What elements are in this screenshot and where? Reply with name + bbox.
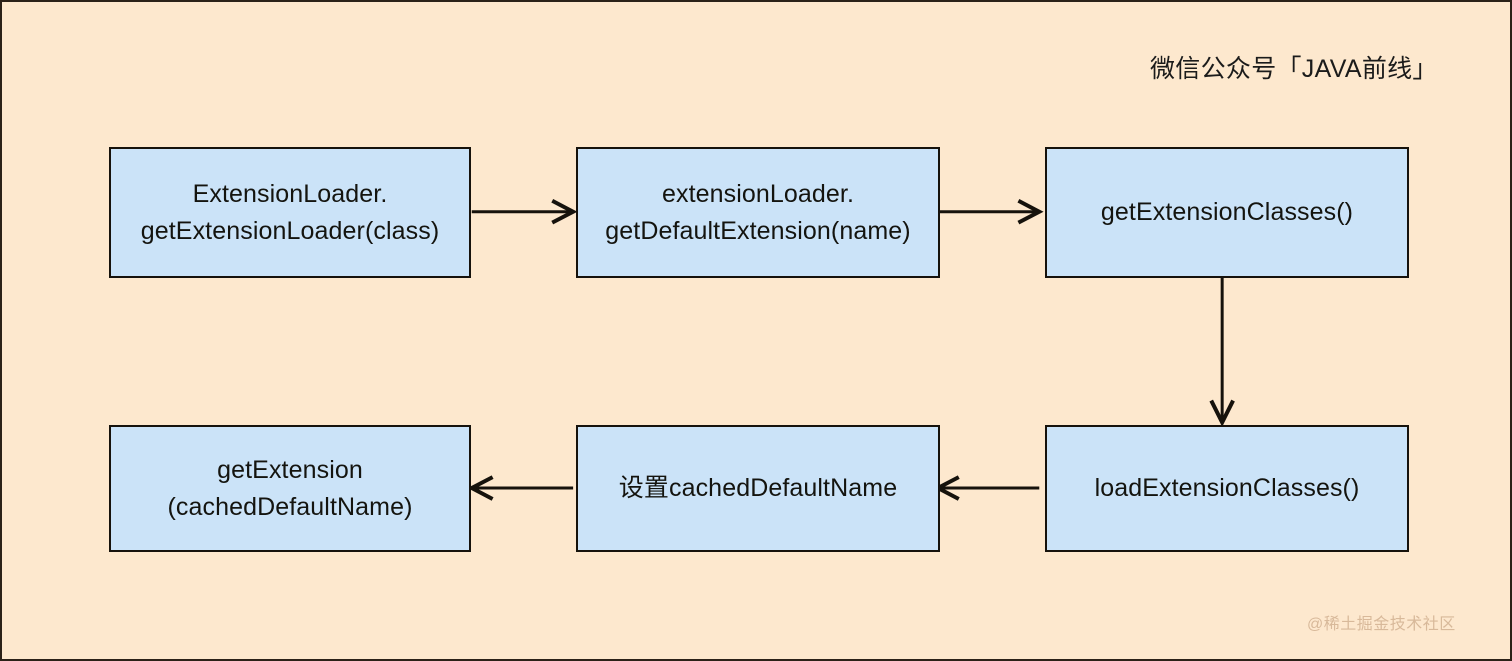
edge-extension-loader-to-default-extension <box>471 199 578 225</box>
node-label: extensionLoader. getDefaultExtension(nam… <box>605 179 911 245</box>
node-load-extension-classes[interactable]: loadExtensionClasses() <box>1045 425 1409 552</box>
page-title: 微信公众号「JAVA前线」 <box>1150 55 1438 83</box>
edge-load-extension-classes-to-set-cached-default-name <box>933 475 1040 501</box>
watermark: @稀土掘金技术社区 <box>1307 616 1456 633</box>
node-get-extension-cached-default-name[interactable]: getExtension (cachedDefaultName) <box>109 425 471 552</box>
edge-get-extension-classes-to-load-extension-classes <box>1209 277 1235 427</box>
node-label: getExtension (cachedDefaultName) <box>167 455 413 521</box>
node-get-extension-classes[interactable]: getExtensionClasses() <box>1045 147 1409 278</box>
node-set-cached-default-name[interactable]: 设置cachedDefaultName <box>576 425 940 552</box>
node-label: getExtensionClasses() <box>1100 198 1354 226</box>
node-get-default-extension[interactable]: extensionLoader. getDefaultExtension(nam… <box>576 147 940 278</box>
node-label: ExtensionLoader. getExtensionLoader(clas… <box>140 179 440 245</box>
edge-set-cached-default-name-to-get-extension <box>467 475 574 501</box>
node-get-extension-loader[interactable]: ExtensionLoader. getExtensionLoader(clas… <box>109 147 471 278</box>
node-label: 设置cachedDefaultName <box>618 474 898 502</box>
node-label: loadExtensionClasses() <box>1094 474 1360 502</box>
edge-default-extension-to-get-extension-classes <box>937 199 1044 225</box>
